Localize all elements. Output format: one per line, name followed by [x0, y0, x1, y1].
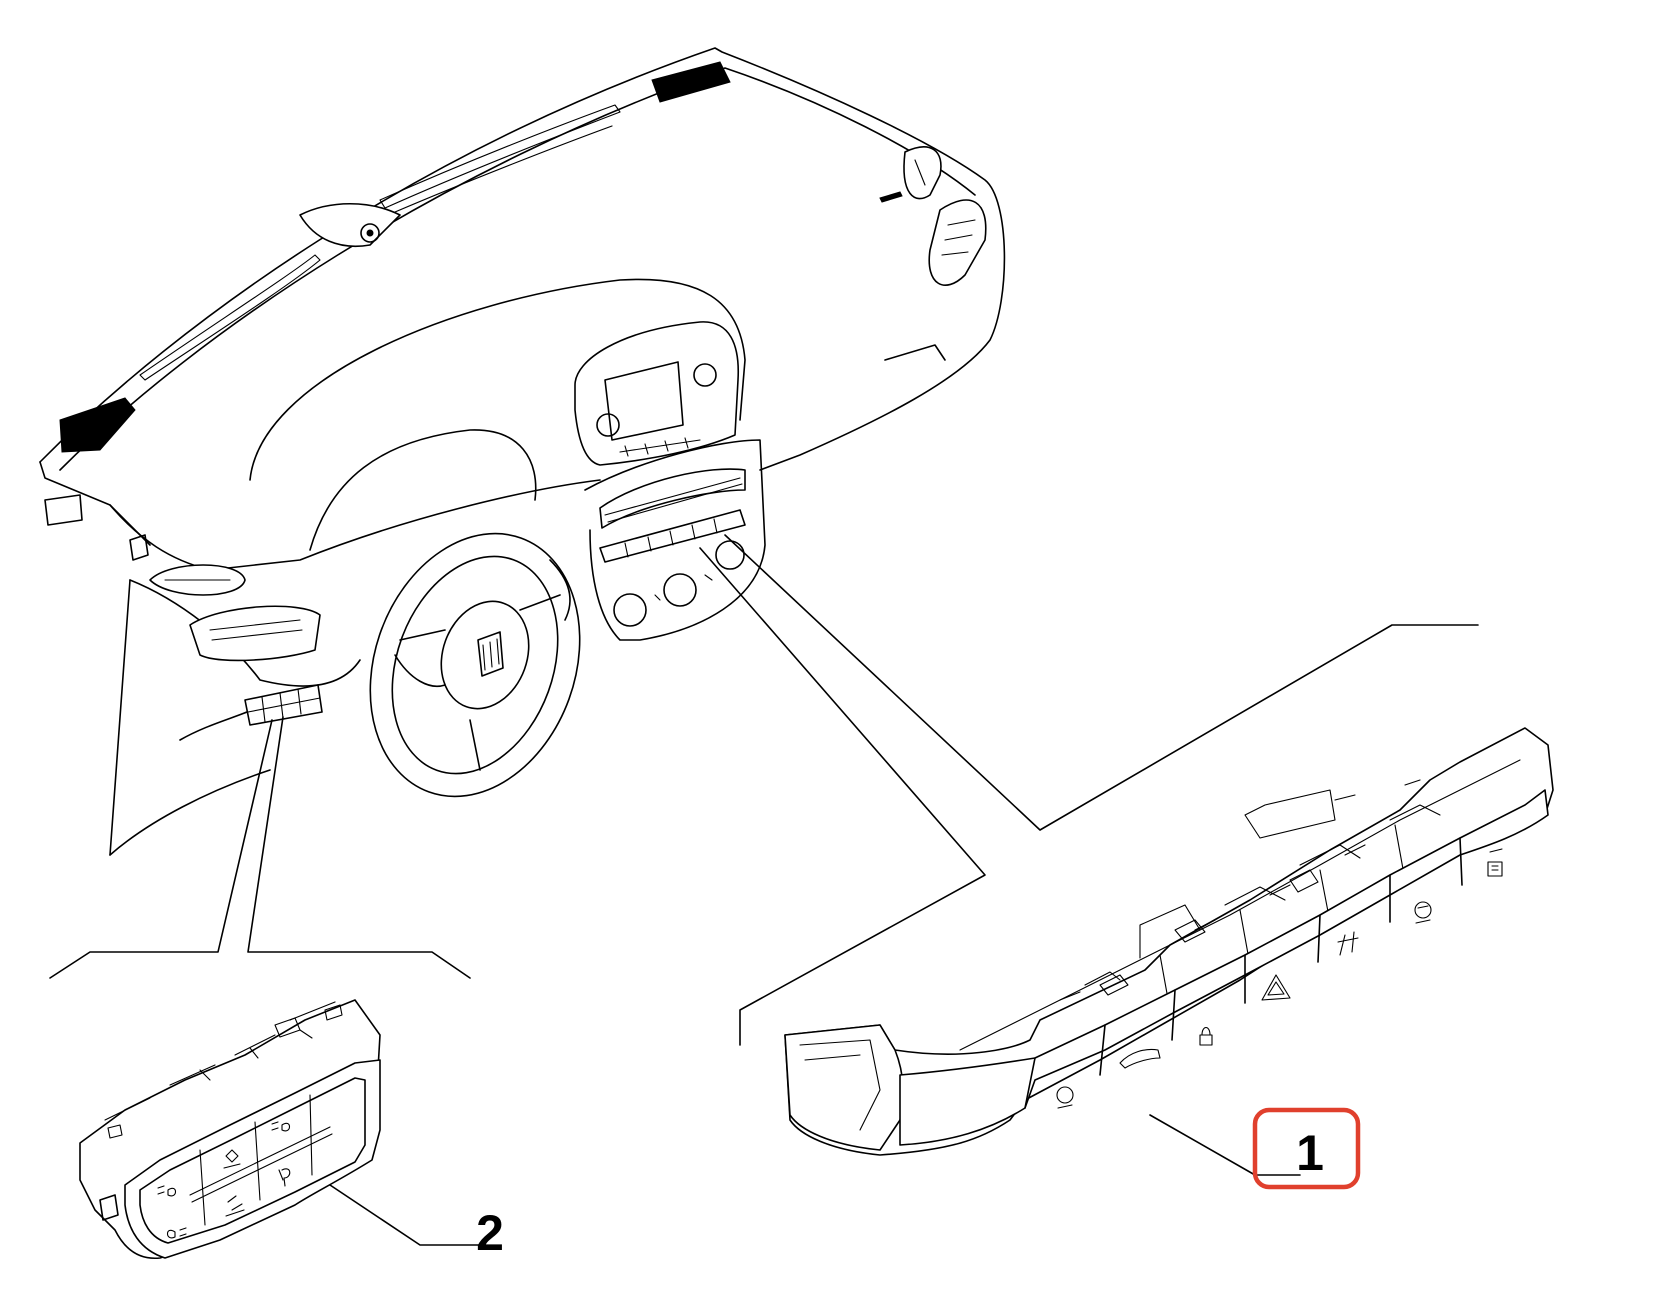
callout-2-label: 2 [476, 1205, 504, 1261]
callout-1-label: 1 [1296, 1125, 1324, 1181]
leader-part-1-a [699, 547, 986, 1046]
start-stop-icon [1414, 901, 1432, 924]
traction-off-icon [1056, 1086, 1074, 1109]
leader-part-2-b [247, 716, 471, 979]
callout-1: 1 [1252, 1107, 1361, 1190]
trunk-release-icon [1119, 1048, 1161, 1069]
part-1-center-switch-panel [784, 727, 1554, 1176]
leader-lines [49, 534, 1479, 1046]
callout-2: 2 [476, 1205, 504, 1261]
esc-off-icon [225, 1195, 245, 1217]
part-2-bezel [124, 1059, 381, 1259]
callout-1-highlight [1252, 1107, 1361, 1190]
park-sensor-off-icon [223, 1149, 241, 1169]
leader-part-1-b [724, 534, 1479, 831]
door-lock-icon [1199, 1026, 1213, 1046]
fog-light-rear-icon [166, 1227, 187, 1239]
lane-assist-icon [1337, 931, 1359, 956]
center-vent [599, 468, 746, 529]
part-1-front-face [899, 789, 1549, 1146]
dashboard-assembly [39, 47, 1006, 856]
fog-light-front-icon [157, 1185, 177, 1197]
dashboard-top-outline [39, 47, 1006, 471]
defrost-icon [1487, 848, 1503, 877]
leader-part-2-a [49, 719, 273, 979]
speaker-grille-right [651, 61, 731, 103]
part-2-left-switch-panel [79, 999, 481, 1259]
hazard-icon [1261, 974, 1291, 1001]
center-switch-strip-location [599, 509, 746, 563]
speaker-grille-left [59, 397, 136, 453]
headlight-level-icon [271, 1121, 291, 1132]
light-icon [278, 1168, 291, 1187]
infotainment-screen [604, 361, 684, 441]
